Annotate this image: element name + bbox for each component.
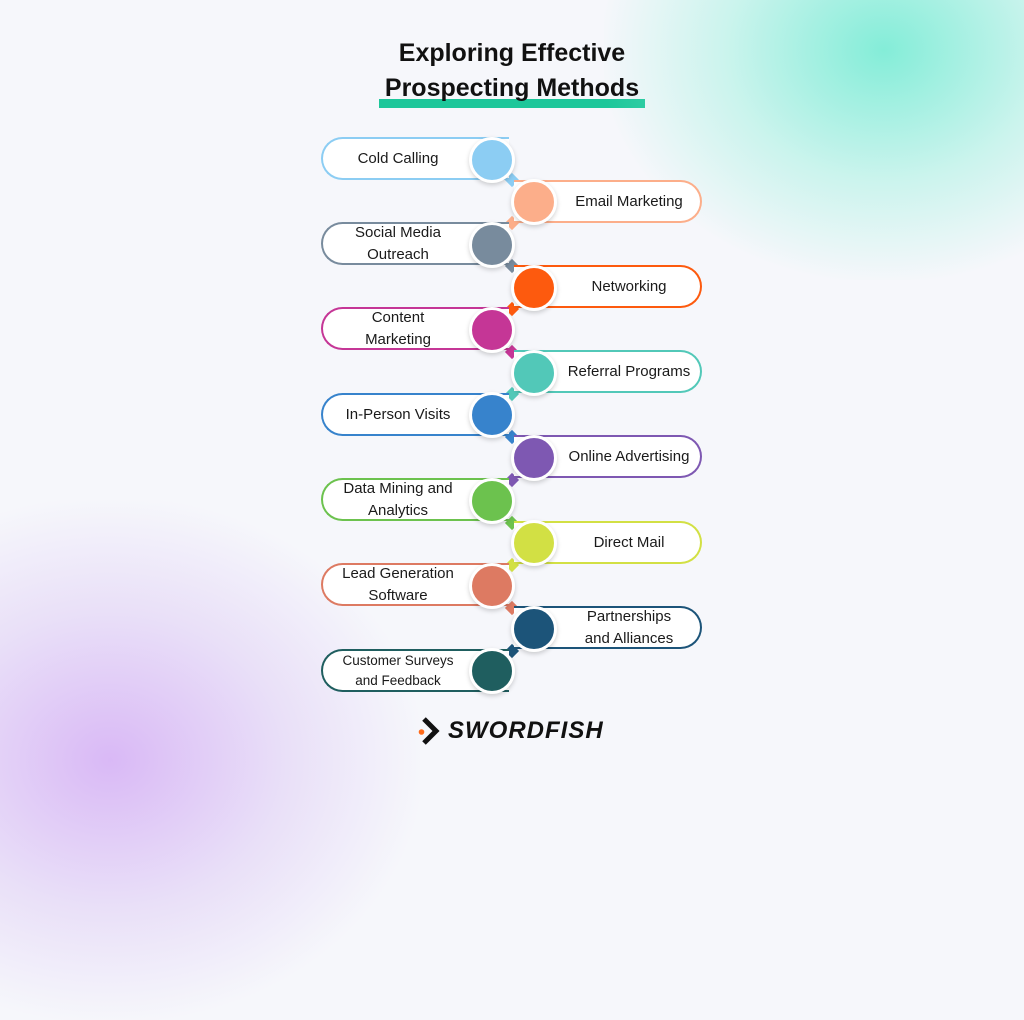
method-dot-icon	[469, 392, 515, 438]
method-dot-icon	[511, 606, 557, 652]
title-line-2: Prospecting Methods	[378, 71, 646, 108]
method-dot-icon	[469, 222, 515, 268]
methods-diagram: Cold Calling Email Marketing Social Medi…	[321, 137, 702, 694]
method-dot-icon	[469, 137, 515, 183]
method-dot-icon	[469, 563, 515, 609]
brand-name: SWORDFISH	[448, 717, 604, 744]
method-dot-icon	[469, 307, 515, 353]
brand-logo: SWORDFISH	[418, 716, 604, 746]
method-dot-icon	[511, 435, 557, 481]
method-dot-icon	[469, 648, 515, 694]
chevron-right-icon	[418, 716, 442, 746]
title-line-1: Exploring Effective	[398, 39, 626, 67]
method-dot-icon	[511, 179, 557, 225]
method-dot-icon	[511, 350, 557, 396]
method-dot-icon	[511, 520, 557, 566]
background-teal-glow	[604, 0, 1024, 280]
page-title: Exploring Effective Prospecting Methods	[0, 36, 1024, 108]
method-dot-icon	[469, 478, 515, 524]
method-dot-icon	[511, 265, 557, 311]
